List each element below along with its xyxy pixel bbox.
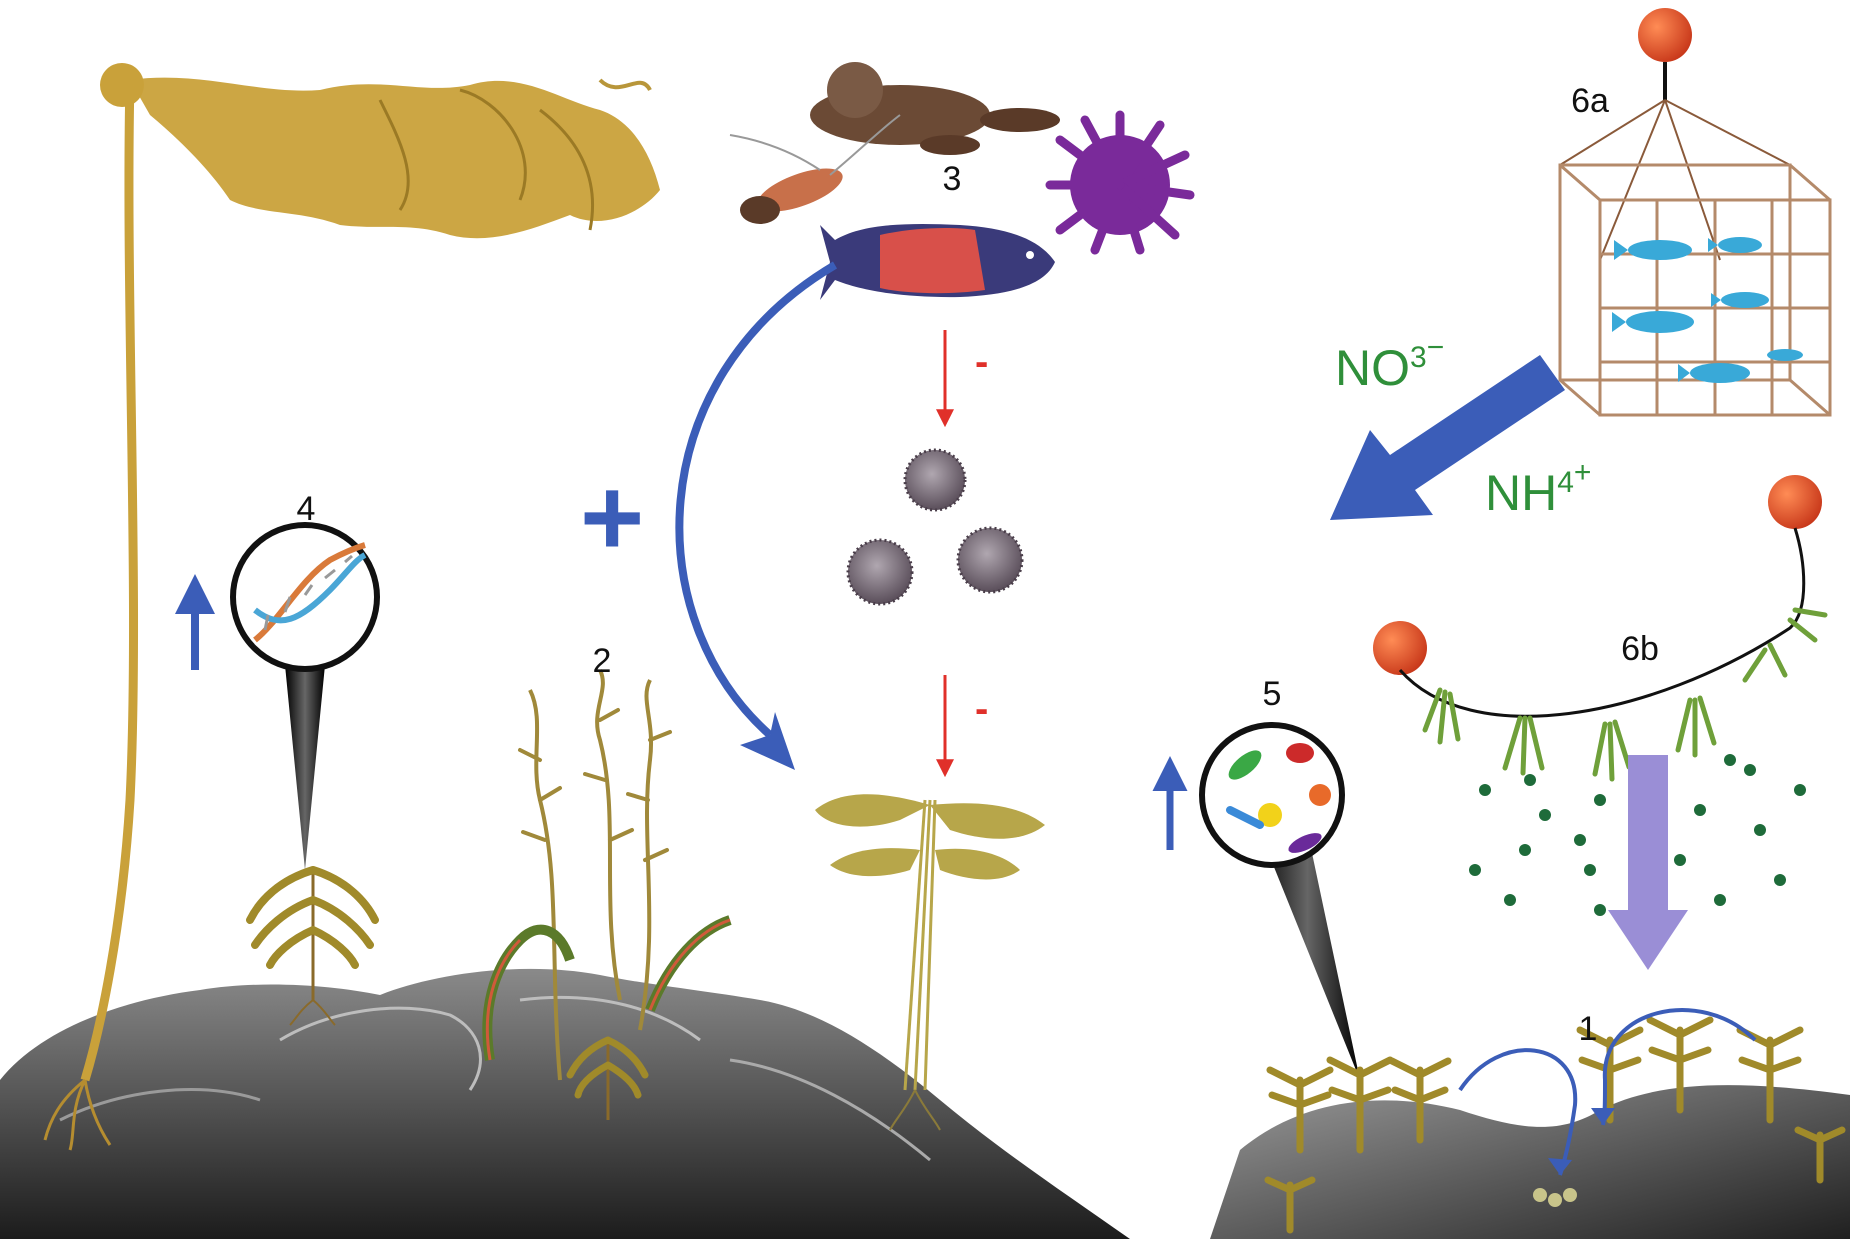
sunflower-sea-star-icon (1045, 110, 1195, 255)
left-rock-reef (0, 968, 1130, 1239)
microbe-icons (1226, 743, 1331, 853)
nutrient-flow-arrow (1330, 355, 1565, 520)
nutrient-uptake-arrow (1608, 755, 1688, 970)
negative-effect-arrow-2: - (936, 675, 988, 778)
small-kelp-4 (246, 866, 379, 1026)
svg-text:NH4+: NH4+ (1485, 456, 1591, 521)
label-3: 3 (943, 160, 962, 198)
caged-fish-icon (1612, 237, 1803, 383)
sea-urchins (846, 448, 1024, 606)
label-1: 1 (1579, 1010, 1598, 1048)
plus-sign: + (580, 456, 644, 579)
fish-cage-6a: 6a (1558, 8, 1832, 417)
nitrate-label: NO3− (1335, 331, 1444, 396)
kelp-recruit-center (815, 794, 1045, 1131)
genetic-diversity-inset: 4 (175, 490, 380, 870)
svg-text:NO3−: NO3− (1335, 331, 1444, 396)
microbiome-inset: 5 (1152, 675, 1360, 1080)
kelp-longline-6b: 6b (1373, 475, 1828, 782)
giant-kelp-canopy (43, 63, 660, 1151)
kelp-forest-right (1264, 1016, 1846, 1234)
label-6b: 6b (1621, 630, 1659, 668)
dna-icon (253, 542, 367, 643)
dissolved-nutrients (1469, 754, 1806, 916)
label-4: 4 (297, 490, 316, 528)
kelp-recruits-small (1533, 1188, 1577, 1207)
understory-algae-2: 2 (482, 642, 732, 1120)
right-rock-reef (1210, 1085, 1850, 1239)
positive-effect-arrow: + (580, 261, 838, 770)
minus-sign-2: - (975, 687, 988, 731)
sea-otter-icon (810, 62, 1060, 155)
minus-sign-1: - (975, 340, 988, 384)
label-5: 5 (1263, 675, 1282, 713)
spiny-lobster-icon (729, 114, 901, 224)
label-6a: 6a (1571, 82, 1609, 120)
label-2: 2 (593, 642, 612, 680)
sheephead-fish-icon (820, 223, 1055, 300)
predators-group: 3 (729, 62, 1195, 300)
ammonium-label: NH4+ (1485, 456, 1591, 521)
spore-dispersal-arrows: 1 (1458, 1008, 1757, 1176)
negative-effect-arrow-1: - (936, 330, 988, 428)
